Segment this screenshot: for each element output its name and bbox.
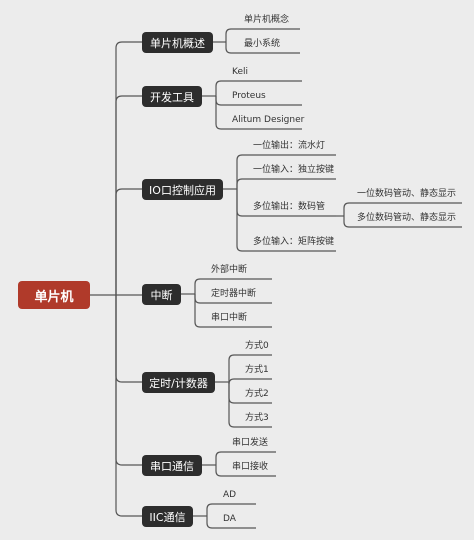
leaf-da: DA [223, 514, 236, 524]
branch-interrupt[interactable]: 中断 [142, 284, 181, 305]
branch-connector-4 [115, 295, 142, 383]
leaf-mode-2: 方式2 [245, 389, 269, 399]
leaf-connector-3-0 [194, 278, 272, 294]
leaf-matrix-keys: 多位输入：矩阵按键 [253, 237, 335, 247]
leaf-connector-2-0 [236, 154, 336, 189]
leaf-connector-4-1 [228, 378, 272, 385]
root-node[interactable]: 单片机 [18, 281, 90, 309]
leaf-connector-2-1 [236, 178, 336, 189]
leaf-connector-2-3 [236, 189, 336, 252]
leaf-external-interrupt: 外部中断 [211, 265, 248, 275]
leaf-connector-1-0 [215, 80, 302, 96]
leaf-mode-0: 方式0 [245, 341, 269, 351]
leaf-connector-6-1 [206, 516, 256, 529]
leaf-connector-4-3 [228, 382, 272, 428]
leaf-minimum-system: 最小系统 [244, 39, 281, 49]
leaf-timer-interrupt: 定时器中断 [211, 289, 257, 299]
leaf-connector-6-0 [206, 503, 256, 516]
branch-uart[interactable]: 串口通信 [142, 455, 202, 476]
leaf-mode-1: 方式1 [245, 365, 269, 375]
branch-connector-1 [115, 95, 142, 295]
branch-connector-5 [115, 295, 142, 466]
branch-overview[interactable]: 单片机概述 [142, 32, 213, 53]
branch-timer-counter[interactable]: 定时/计数器 [142, 372, 215, 393]
leaf-uart-receive: 串口接收 [232, 462, 269, 472]
sub-leaf-connector-1 [343, 216, 462, 228]
leaf-connector-3-2 [194, 294, 272, 328]
branch-dev-tools[interactable]: 开发工具 [142, 86, 202, 107]
sub-leaf-connector-0 [343, 202, 462, 216]
leaf-uart-interrupt: 串口中断 [211, 313, 248, 323]
leaf-single-input: 一位输入：独立按键 [253, 165, 335, 175]
leaf-single-output: 一位输出：流水灯 [253, 141, 326, 151]
leaf-connector-0-0 [225, 28, 300, 42]
leaf-mode-3: 方式3 [245, 413, 269, 423]
leaf-connector-1-2 [215, 96, 302, 130]
branch-connector-0 [115, 41, 142, 295]
branch-connector-6 [115, 295, 142, 517]
leaf-single-digit-display: 一位数码管动、静态显示 [357, 189, 457, 199]
leaf-uart-send: 串口发送 [232, 438, 269, 448]
leaf-multi-digit-display: 多位数码管动、静态显示 [357, 213, 457, 223]
leaf-keli: Keli [232, 67, 248, 77]
branch-io-control[interactable]: IO口控制应用 [142, 179, 223, 200]
leaf-connector-5-1 [215, 465, 276, 477]
leaf-multi-output: 多位输出：数码管 [253, 202, 326, 212]
branch-iic[interactable]: IIC通信 [142, 506, 193, 527]
leaf-connector-4-0 [228, 354, 272, 382]
leaf-connector-5-0 [215, 451, 276, 465]
leaf-connector-0-1 [225, 42, 300, 54]
leaf-altium-designer: Alitum Designer [232, 115, 305, 125]
leaf-mcu-concept: 单片机概念 [244, 15, 290, 25]
branch-connector-2 [115, 188, 142, 295]
leaf-proteus: Proteus [232, 91, 266, 101]
leaf-ad: AD [223, 490, 237, 500]
